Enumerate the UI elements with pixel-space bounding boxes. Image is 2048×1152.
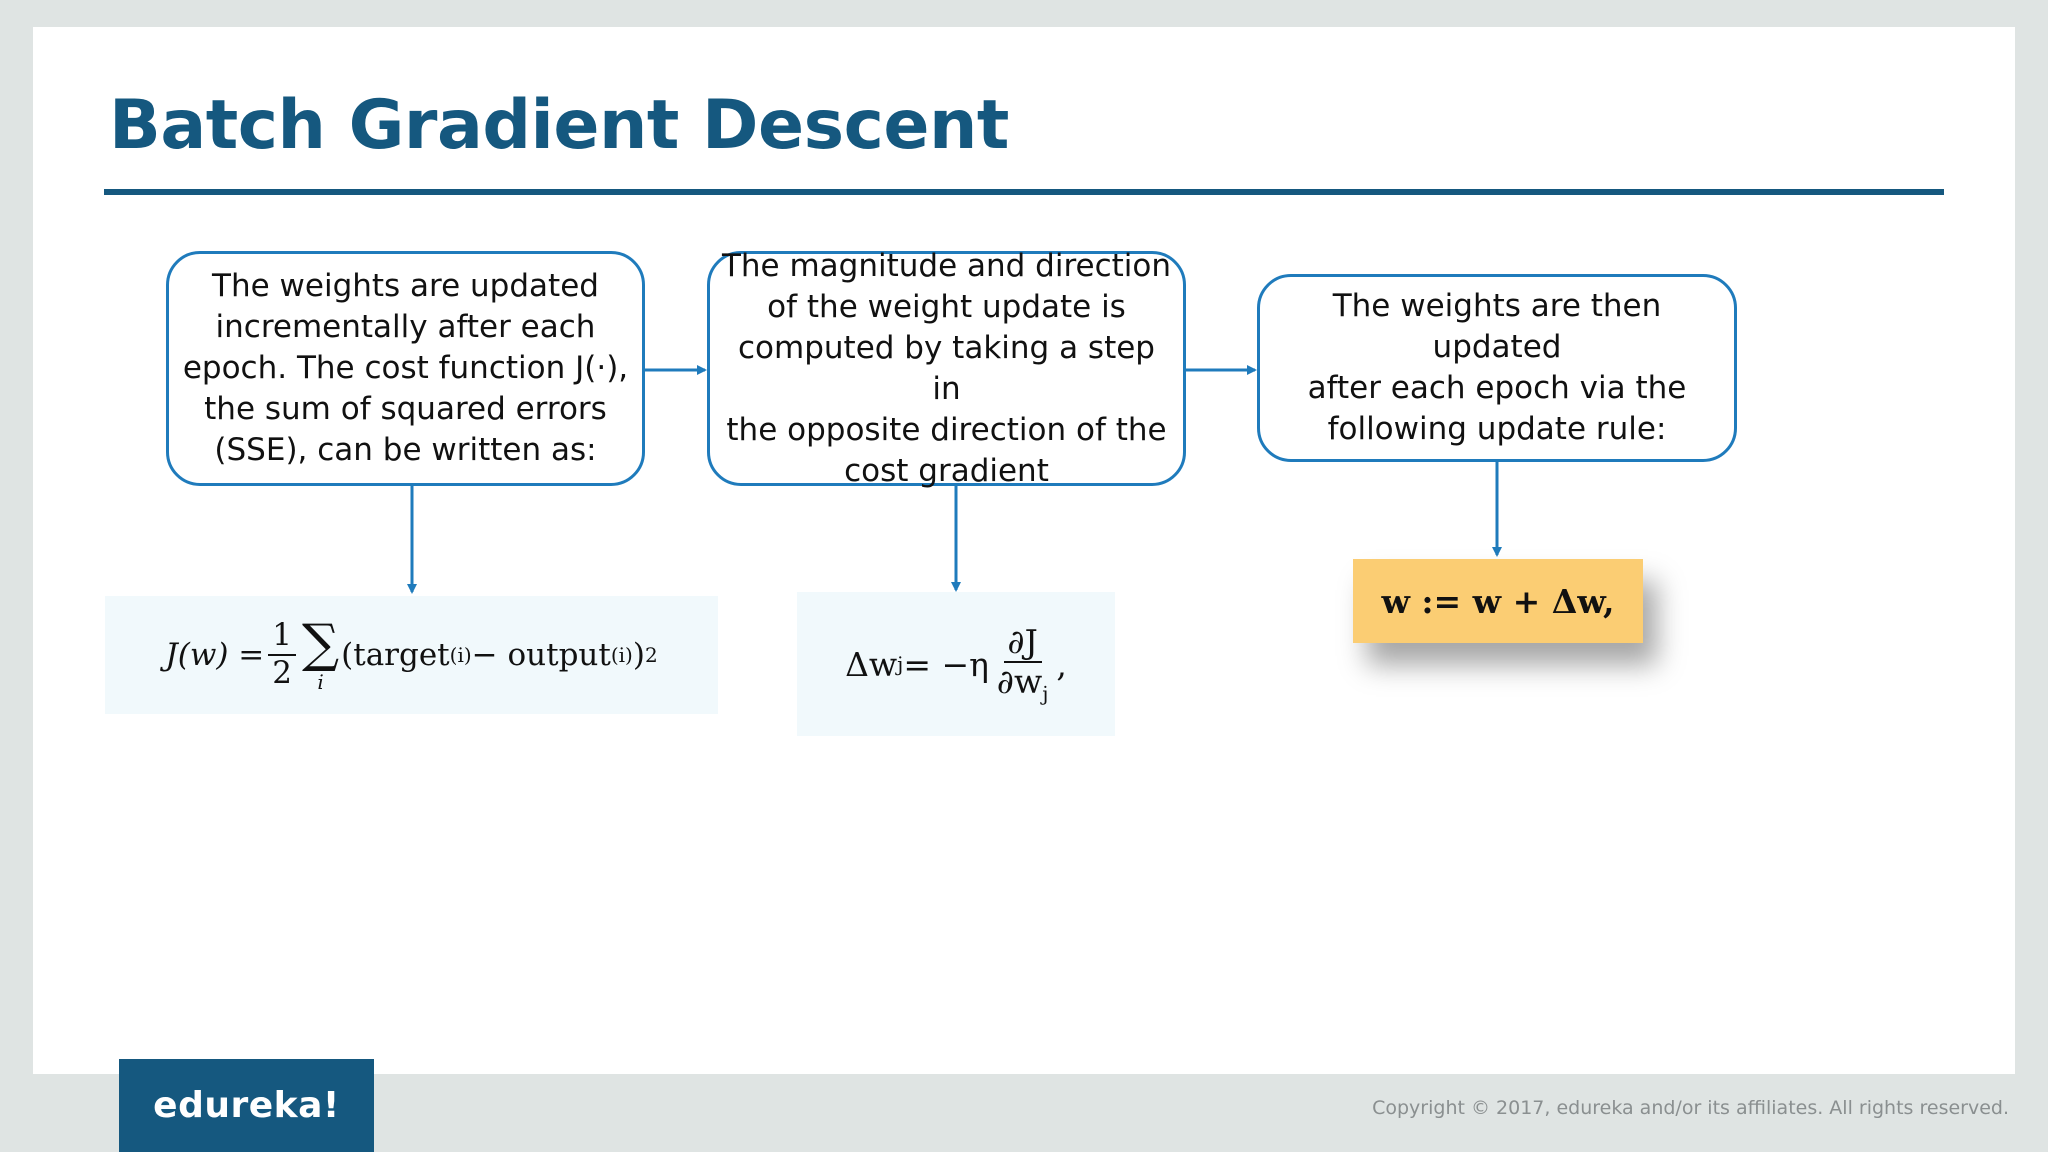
step-text: The weights are then updated after each … [1307,288,1687,447]
step-box-cost-function: The weights are updated incrementally af… [166,251,645,486]
gradient-den-text: ∂w [996,661,1043,701]
title-divider [104,189,1944,195]
delta-subscript: j [897,652,904,676]
gradient-denominator: ∂wj [993,661,1053,706]
update-rule-text: w := w + Δw, [1381,581,1615,621]
step-text: The magnitude and direction of the weigh… [721,247,1172,489]
cost-function-formula: J(w) = 1 2 ∑ i (target(i) − output(i))2 [105,596,718,714]
formula-comma: , [1056,644,1067,684]
gradient-fraction: ∂J ∂wj [993,622,1053,706]
copyright-notice: Copyright © 2017, edureka and/or its aff… [1372,1097,2009,1119]
gradient-numerator: ∂J [1003,622,1042,663]
formula-target: (target [341,637,450,673]
fraction-denominator: 2 [272,655,293,691]
one-half-fraction: 1 2 [268,618,297,691]
step-box-update-rule: The weights are then updated after each … [1257,274,1737,462]
formula-output: − output [471,637,611,673]
formula-cost-lhs: J(w) = [165,637,265,673]
sum-index: i [317,670,324,694]
slide-title: Batch Gradient Descent [109,86,1009,165]
output-superscript: (i) [610,643,633,667]
slide [33,27,2015,1074]
sum-symbol: ∑ [302,614,340,674]
edureka-logo: edureka! [119,1059,374,1152]
delta-eq: = −η [903,644,989,684]
gradient-den-subscript: j [1042,681,1049,706]
square-exponent: 2 [644,643,658,667]
target-superscript: (i) [449,643,472,667]
sum-operator: ∑ i [302,618,339,692]
step-box-gradient-step: The magnitude and direction of the weigh… [707,248,1186,489]
logo-text: edureka! [153,1085,340,1126]
formula-close-paren: ) [632,637,645,673]
fraction-numerator: 1 [268,618,297,656]
update-rule-formula: w := w + Δw, [1353,559,1643,643]
delta-lhs: Δw [845,644,898,684]
step-text: The weights are updated incrementally af… [182,268,629,468]
